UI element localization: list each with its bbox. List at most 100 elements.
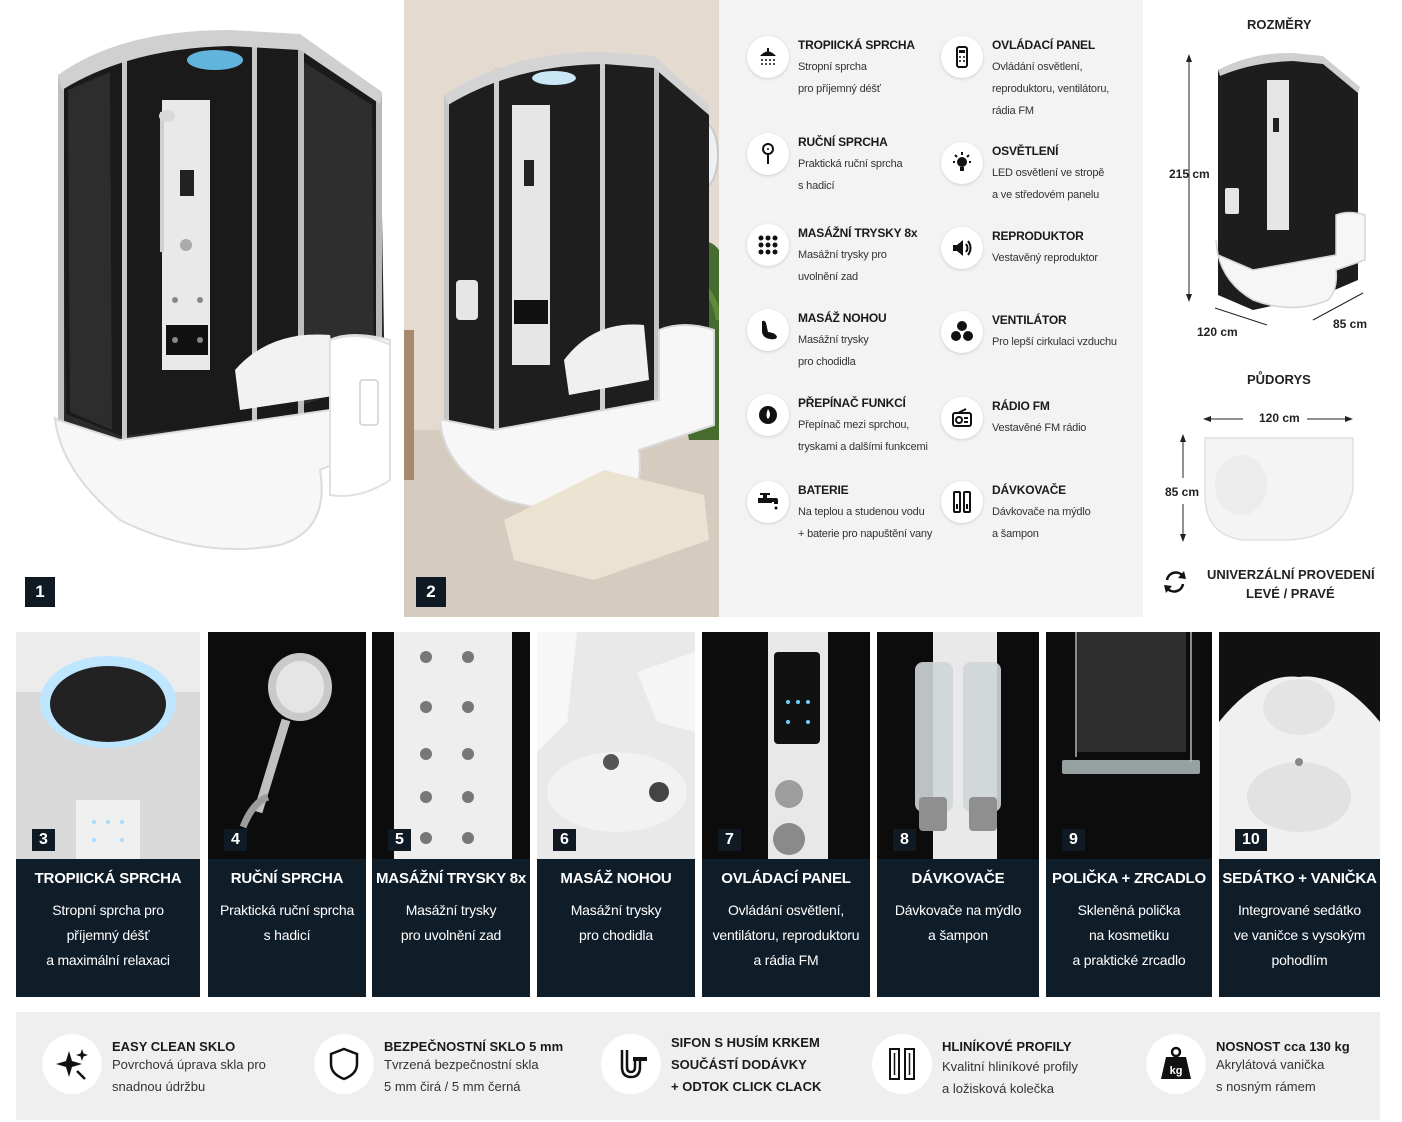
card-title: SEDÁTKO + VANIČKA [1222,870,1377,887]
card-number: 3 [32,829,55,851]
card-title: RUČNÍ SPRCHA [230,870,344,887]
bottom-feature-aluminium-profiles: HLINÍKOVÉ PROFILY Kvalitní hliníkové pro… [872,1012,1122,1120]
card-title: OVLÁDACÍ PANEL [721,870,851,887]
function-switch-icon [747,394,789,436]
card-number: 6 [553,829,576,851]
feature-description: Vestavěné FM rádio [992,422,1087,434]
radio-icon [941,397,983,439]
feature-description: Přepínač mezi sprchou,tryskami a dalšími… [798,419,928,453]
bottom-feature-title: HLINÍKOVÉ PROFILY [942,1039,1072,1054]
dispenser-icon [941,481,983,523]
feature-title: BATERIE [798,483,849,497]
detail-image-rain-shower [16,632,200,859]
feature-title: OVLÁDACÍ PANEL [992,38,1095,52]
bottom-feature-title: BEZPEČNOSTNÍ SKLO 5 mm [384,1039,564,1054]
feature-title: REPRODUKTOR [992,229,1084,243]
detail-image-seat-tub [1219,632,1380,859]
faucet-icon [747,481,789,523]
feature-title: RUČNÍ SPRCHA [798,135,888,149]
siphon-icon [601,1034,661,1094]
light-bulb-icon [941,142,983,184]
card-title: DÁVKOVAČE [911,870,1005,887]
feature-title: MASÁŽNÍ TRYSKY 8x [798,226,918,240]
universal-line-1: UNIVERZÁLNÍ PROVEDENÍ [1207,567,1375,582]
bottom-feature-load-capacity: kg NOSNOST cca 130 kg Akrylátová vanička… [1146,1012,1376,1120]
card-description: Ovládání osvětlení,ventilátoru, reproduk… [712,902,860,968]
feature-title: RÁDIO FM [992,399,1050,413]
control-panel-icon [941,36,983,78]
card-number: 10 [1235,829,1267,851]
feature-faucet: BATERIE Na teplou a studenou vodu+ bater… [747,481,942,561]
feature-description: Ovládání osvětlení,reproduktoru, ventilá… [992,61,1110,117]
feature-title: VENTILÁTOR [992,313,1067,327]
detail-card-control-panel: 7 OVLÁDACÍ PANEL Ovládání osvětlení,vent… [702,632,870,997]
card-number: 8 [893,829,916,851]
dimensions-title: ROZMĚRY [1247,17,1312,32]
feature-control-panel: OVLÁDACÍ PANEL Ovládání osvětlení,reprod… [941,36,1136,117]
aluminium-profile-icon [872,1034,932,1094]
photo-number-badge: 1 [25,577,55,607]
rotate-arrows-icon [1159,566,1191,598]
feature-title: OSVĚTLENÍ [992,144,1059,158]
plan-depth-label: 85 cm [1165,485,1200,499]
bottom-feature-title: EASY CLEAN SKLO [112,1039,236,1054]
card-number: 5 [388,829,411,851]
detail-image-shelf-mirror [1046,632,1212,859]
card-title: TROPIICKÁ SPRCHA [34,870,182,887]
bathroom-scene-image [404,0,719,617]
card-title: MASÁŽNÍ TRYSKY 8x [376,870,526,887]
dimension-lines [1180,52,1366,542]
card-number: 4 [224,829,247,851]
bottom-feature-easy-clean: EASY CLEAN SKLO Povrchová úprava skla pr… [42,1012,292,1120]
feature-speaker: REPRODUKTOR Vestavěný reproduktor [941,227,1136,307]
detail-image-control-panel [702,632,870,859]
product-photo-bathroom: 2 [404,0,719,617]
feature-radio: RÁDIO FM Vestavěné FM rádio [941,397,1136,477]
rain-shower-icon [747,36,789,78]
card-title: MASÁŽ NOHOU [560,870,672,887]
height-label: 215 cm [1169,167,1210,181]
detail-image-hand-shower [208,632,366,859]
bottom-feature-safety-glass: BEZPEČNOSTNÍ SKLO 5 mm Tvrzená bezpečnos… [314,1012,574,1120]
feature-description: Vestavěný reproduktor [992,252,1098,264]
feature-description: Na teplou a studenou vodu+ baterie pro n… [798,506,933,540]
feature-title: PŘEPÍNAČ FUNKCÍ [798,396,906,410]
bottom-features-bar: EASY CLEAN SKLO Povrchová úprava skla pr… [16,1012,1380,1120]
feature-function-switch: PŘEPÍNAČ FUNKCÍ Přepínač mezi sprchou,tr… [747,394,942,474]
detail-card-seat-tub: 10 SEDÁTKO + VANIČKA Integrované sedátko… [1219,632,1380,997]
product-photo-studio: 1 [0,0,404,617]
feature-title: DÁVKOVAČE [992,483,1066,497]
detail-image-massage-jets [372,632,530,859]
width-label: 120 cm [1197,325,1238,339]
dimensions-panel: ROZMĚRY 215 cm 120 cm 85 cm PŮDORYS 120 … [1143,0,1402,617]
svg-text:kg: kg [1170,1065,1183,1077]
feature-fan: VENTILÁTOR Pro lepší cirkulaci vzduchu [941,311,1136,391]
plan-width-label: 120 cm [1259,411,1300,425]
foot-icon [747,309,789,351]
